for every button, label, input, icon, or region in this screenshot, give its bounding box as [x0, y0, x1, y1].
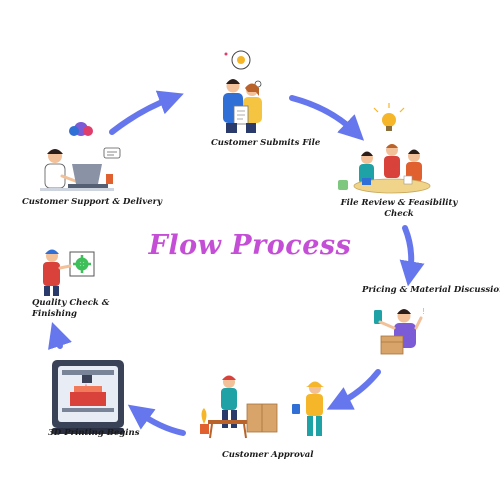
flow-arrows	[48, 90, 425, 436]
arrow-support-to-submit	[109, 90, 184, 135]
svg-text:!: !	[422, 307, 425, 316]
arrow-approval-to-printing	[127, 404, 186, 436]
arrow-pricing-to-approval	[326, 369, 381, 410]
step-label-customer-approval: Customer Approval	[222, 450, 314, 460]
customers-with-document-icon	[223, 50, 262, 133]
support-agent-laptop-icon	[40, 122, 121, 191]
arrow-printing-to-quality	[48, 322, 72, 350]
step-label-3d-printing: 3D Printing Begins	[48, 428, 140, 438]
arrow-submit-to-review	[289, 95, 365, 141]
3d-printer-icon	[52, 360, 124, 434]
step-label-pricing-material: Pricing & Material Discussion	[362, 285, 500, 295]
step-label-customer-support: Customer Support & Delivery	[22, 197, 163, 207]
person-with-phone-and-box-icon: !	[374, 307, 425, 355]
step-label-file-review: File Review & Feasibility Check	[340, 198, 458, 219]
team-meeting-lightbulb-icon	[338, 103, 431, 194]
step-label-quality-check: Quality Check & Finishing	[32, 298, 110, 319]
diagram-title: Flow Process	[148, 230, 352, 261]
step-label-customer-submits-file: Customer Submits File	[211, 138, 321, 148]
delivery-handshake-icon	[200, 375, 324, 439]
arrow-review-to-pricing	[399, 225, 425, 287]
worker-with-gear-board-icon	[43, 249, 95, 296]
